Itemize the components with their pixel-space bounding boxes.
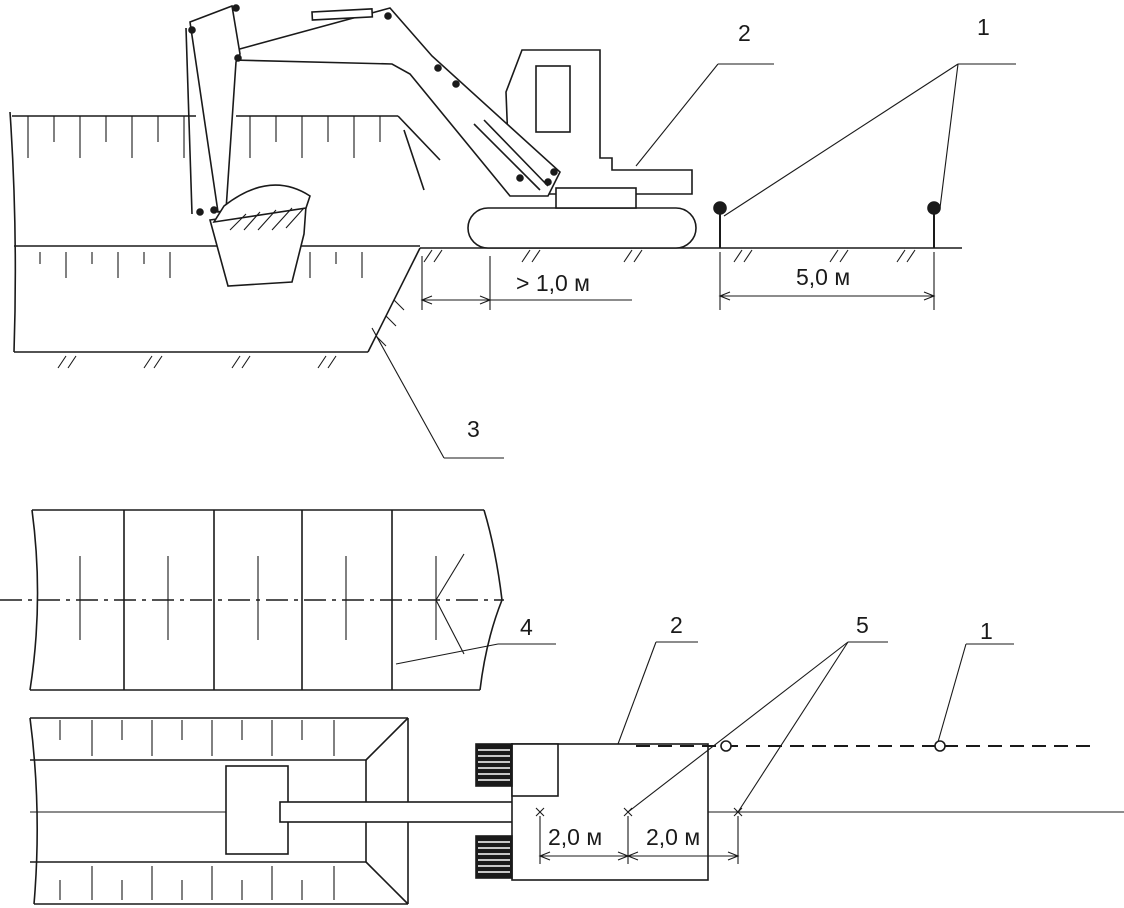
boom-cylinder <box>311 8 374 21</box>
cab-window <box>535 65 571 133</box>
label-excavator-top: 2 <box>738 20 751 46</box>
bucket-plan <box>225 765 289 855</box>
marker-dot-left <box>713 201 727 215</box>
label-stakes: 5 <box>856 612 869 638</box>
label-trench-segment: 4 <box>520 614 533 640</box>
marker-circle-far <box>934 740 946 752</box>
ground-hatching <box>423 249 916 263</box>
dim-marker-spacing <box>718 252 936 310</box>
plan-view <box>0 509 1124 905</box>
elevation-view <box>9 4 1016 459</box>
marker-dot-right <box>927 201 941 215</box>
dim-stake-spacing <box>538 816 740 864</box>
marker-circle-near <box>720 740 732 752</box>
stick <box>189 4 241 213</box>
trench-segments <box>0 509 504 691</box>
dim-label-marker-spacing: 5,0 м <box>796 264 851 290</box>
label-marker-plan: 1 <box>980 618 993 644</box>
track-front-top <box>475 743 513 787</box>
upper-frame <box>555 187 637 209</box>
label-marker-top: 1 <box>977 14 990 40</box>
label-slope: 3 <box>467 416 480 442</box>
arm-plan <box>279 801 517 823</box>
track-front-bottom <box>475 835 513 879</box>
cab-plan <box>511 743 559 797</box>
leader-lines-bottom <box>395 641 1014 813</box>
leader-lines-top <box>371 63 1016 459</box>
dim-edge-clearance <box>420 256 632 310</box>
label-excavator-plan: 2 <box>670 612 683 638</box>
excavator-plan <box>475 743 709 881</box>
bucket-load <box>212 184 311 224</box>
boom <box>230 7 561 197</box>
dim-label-stake-b: 2,0 м <box>646 824 701 850</box>
marker-posts <box>713 201 941 248</box>
dim-label-stake-a: 2,0 м <box>548 824 603 850</box>
excavator-side <box>185 4 697 287</box>
dim-label-edge-clearance: > 1,0 м <box>516 270 590 296</box>
crawler-track <box>467 207 697 249</box>
